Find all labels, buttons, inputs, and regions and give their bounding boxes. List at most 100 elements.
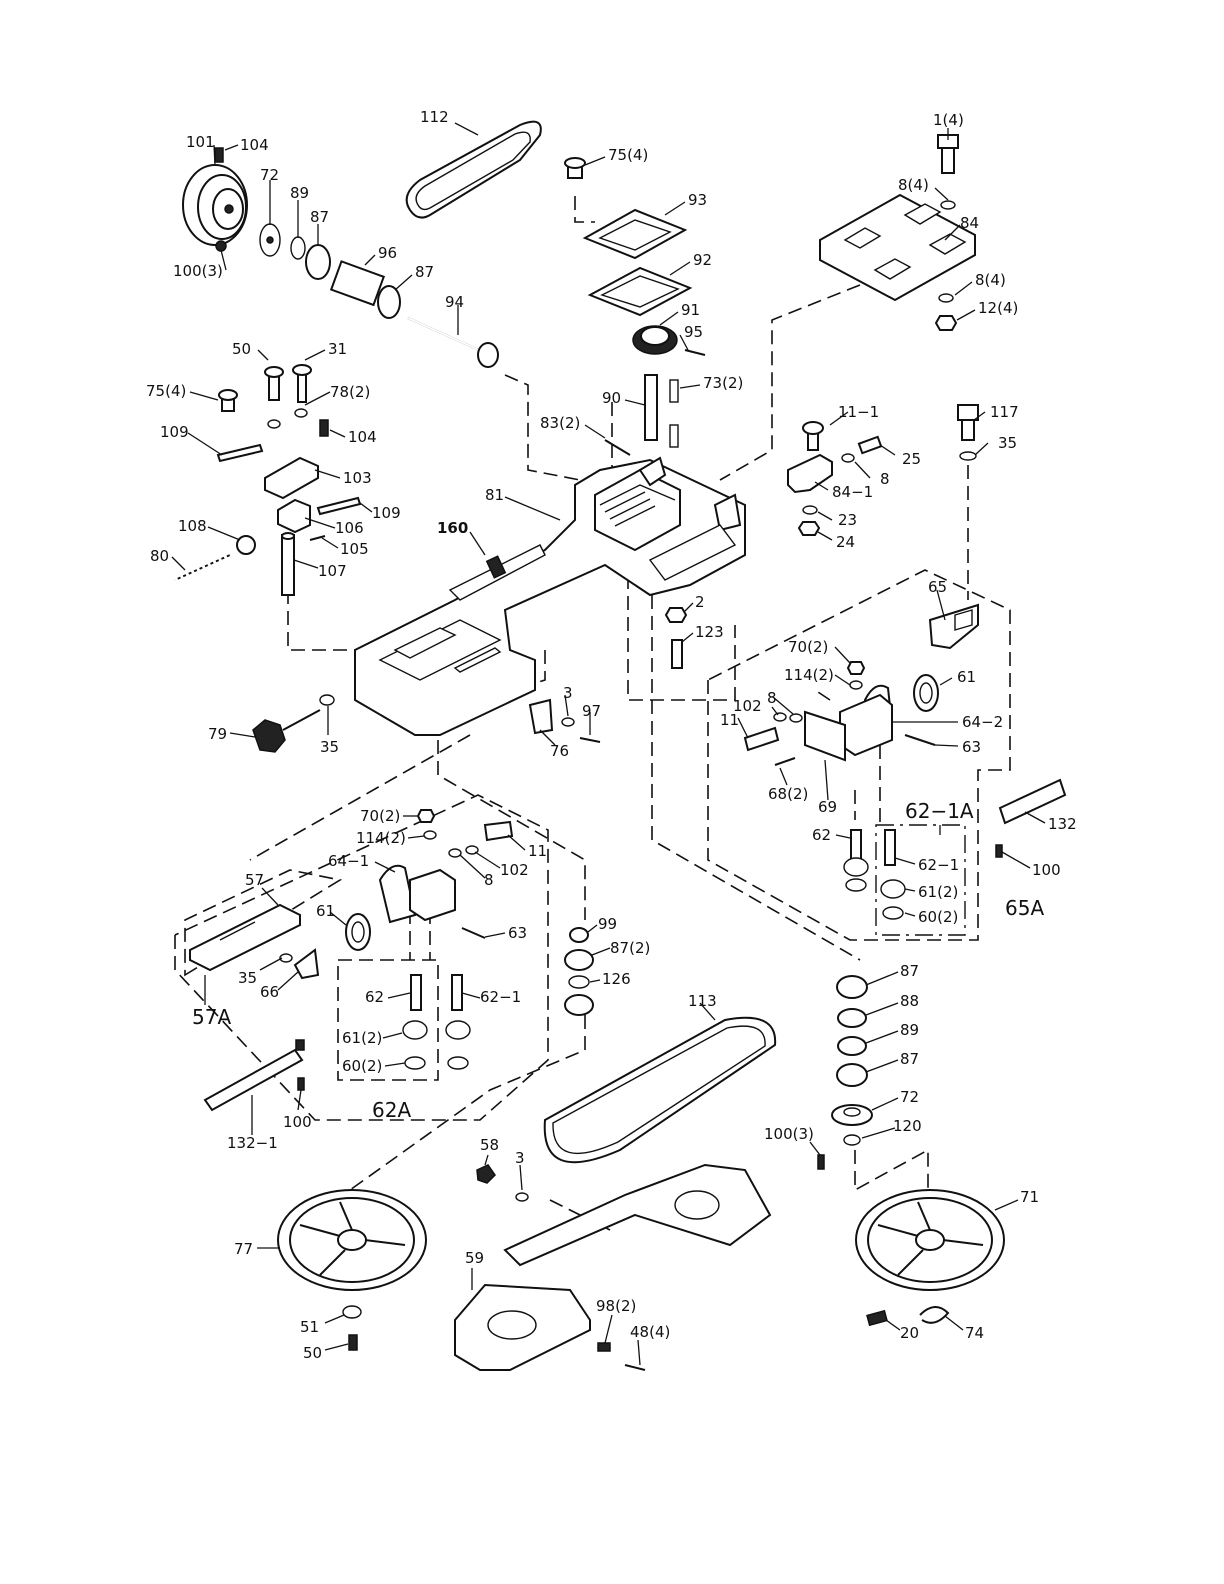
label-104a: 104 <box>240 136 269 154</box>
label-73-2: 73(2) <box>703 374 743 392</box>
label-77: 77 <box>234 1240 253 1258</box>
label-120: 120 <box>893 1117 922 1135</box>
bracket-84-1 <box>787 421 883 536</box>
label-60-2b: 60(2) <box>342 1057 382 1075</box>
label-88: 88 <box>900 992 919 1010</box>
label-61-2a: 61(2) <box>918 883 958 901</box>
label-106: 106 <box>335 519 364 537</box>
label-100b: 100 <box>283 1113 312 1131</box>
label-100-3b: 100(3) <box>764 1125 814 1143</box>
label-113: 113 <box>688 992 717 1010</box>
label-62-1A: 62−1A <box>905 799 974 823</box>
label-87a: 87 <box>310 208 329 226</box>
label-3b: 3 <box>515 1149 525 1167</box>
label-90: 90 <box>602 389 621 407</box>
bolt-117 <box>957 404 979 461</box>
label-99: 99 <box>598 915 617 933</box>
label-59: 59 <box>465 1249 484 1267</box>
drive-belt-112 <box>405 120 542 219</box>
label-71: 71 <box>1020 1188 1039 1206</box>
label-68-2: 68(2) <box>768 785 808 803</box>
saw-blade-113 <box>543 1016 777 1164</box>
label-87-2: 87(2) <box>610 939 650 957</box>
label-79: 79 <box>208 725 227 743</box>
label-66: 66 <box>260 983 279 1001</box>
bracket-assembly-103 <box>174 364 362 596</box>
label-102b: 102 <box>500 861 529 879</box>
label-35c: 35 <box>238 969 257 987</box>
label-100a: 100 <box>1032 861 1061 879</box>
label-89b: 89 <box>900 1021 919 1039</box>
label-69: 69 <box>818 798 837 816</box>
label-132: 132 <box>1048 815 1077 833</box>
bearing-stack-right <box>817 975 873 1170</box>
label-112: 112 <box>420 108 449 126</box>
label-126: 126 <box>602 970 631 988</box>
guide-assembly-65A <box>743 603 1067 920</box>
label-70-2b: 70(2) <box>360 807 400 825</box>
label-25: 25 <box>902 450 921 468</box>
label-80: 80 <box>150 547 169 565</box>
label-100-3a: 100(3) <box>173 262 223 280</box>
bearing-stack-center <box>564 927 594 1016</box>
label-24: 24 <box>836 533 855 551</box>
label-132-1: 132−1 <box>227 1134 278 1152</box>
label-1-4: 1(4) <box>933 111 964 129</box>
guide-assembly-57A <box>189 809 514 1112</box>
part-number-labels: 1(4) 8(4) 84 8(4) 12(4) 112 75(4) 93 92 … <box>146 108 1077 1362</box>
label-23: 23 <box>838 511 857 529</box>
label-50a: 50 <box>232 340 251 358</box>
label-3a: 3 <box>563 684 573 702</box>
label-57: 57 <box>245 871 264 889</box>
label-64-1: 64−1 <box>328 852 369 870</box>
label-65: 65 <box>928 578 947 596</box>
label-57A: 57A <box>192 1005 231 1029</box>
drive-pulley-101 <box>182 147 248 246</box>
label-89a: 89 <box>290 184 309 202</box>
label-93: 93 <box>688 191 707 209</box>
wheel-77 <box>277 1189 427 1351</box>
leader-lines <box>171 122 1046 1366</box>
label-117: 117 <box>990 403 1019 421</box>
label-160: 160 <box>437 519 468 537</box>
label-8-4a: 8(4) <box>898 176 929 194</box>
label-20: 20 <box>900 1324 919 1342</box>
label-70-2a: 70(2) <box>788 638 828 656</box>
label-102a: 102 <box>733 697 762 715</box>
label-108: 108 <box>178 517 207 535</box>
label-63b: 63 <box>508 924 527 942</box>
label-114-2b: 114(2) <box>356 829 406 847</box>
wheel-71 <box>855 1189 1005 1327</box>
label-81: 81 <box>485 486 504 504</box>
blade-guard-59 <box>454 1163 772 1371</box>
label-31: 31 <box>328 340 347 358</box>
gearbox-cover-parts <box>564 157 706 456</box>
label-8-4b: 8(4) <box>975 271 1006 289</box>
label-35b: 35 <box>320 738 339 756</box>
label-96: 96 <box>378 244 397 262</box>
label-65A: 65A <box>1005 896 1044 920</box>
label-62b: 62 <box>365 988 384 1006</box>
label-84: 84 <box>960 214 979 232</box>
label-63a: 63 <box>962 738 981 756</box>
label-92: 92 <box>693 251 712 269</box>
label-62a: 62 <box>812 826 831 844</box>
label-103: 103 <box>343 469 372 487</box>
knob-79 <box>252 694 335 753</box>
label-48-4: 48(4) <box>630 1323 670 1341</box>
label-94: 94 <box>445 293 464 311</box>
label-107: 107 <box>318 562 347 580</box>
label-8c: 8 <box>484 871 494 889</box>
label-62A: 62A <box>372 1098 411 1122</box>
label-61-2b: 61(2) <box>342 1029 382 1047</box>
label-74: 74 <box>965 1324 984 1342</box>
label-2: 2 <box>695 593 705 611</box>
label-51: 51 <box>300 1318 319 1336</box>
label-64-2: 64−2 <box>962 713 1003 731</box>
label-50b: 50 <box>303 1344 322 1362</box>
label-114-2a: 114(2) <box>784 666 834 684</box>
label-101: 101 <box>186 133 215 151</box>
label-87d: 87 <box>900 1050 919 1068</box>
label-105: 105 <box>340 540 369 558</box>
label-95: 95 <box>684 323 703 341</box>
